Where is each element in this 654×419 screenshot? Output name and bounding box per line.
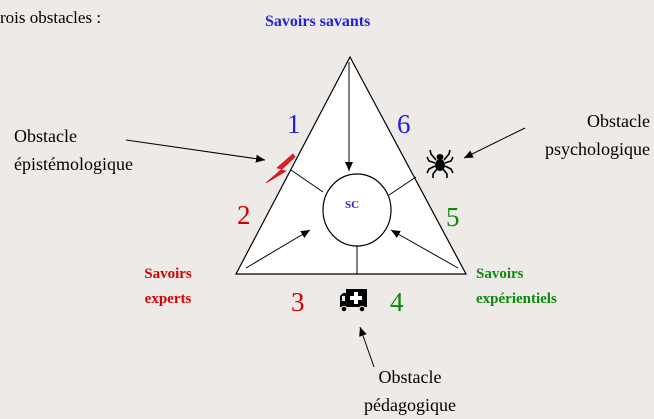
obstacle-pedagogical-label: Obstacle pédagogique	[330, 363, 490, 419]
vertex-label-experts-line2: experts	[144, 291, 192, 307]
divider-line-left	[290, 169, 324, 193]
number-4: 4	[390, 287, 404, 317]
obstacle-psychological-line1: Obstacle	[587, 111, 650, 131]
obstacle-pedagogical-line2: pédagogique	[364, 395, 456, 415]
spider-icon	[426, 149, 454, 178]
number-1: 1	[287, 109, 301, 139]
vertex-label-experientiels-line2: expérientiels	[476, 291, 557, 307]
arrow-epistemological	[125, 139, 266, 163]
center-label: SC	[345, 199, 360, 211]
obstacle-psychological-label: Obstacle psychologique	[505, 107, 650, 163]
arrow-pedagogical	[359, 326, 375, 368]
obstacle-epistemological-label: Obstacle épistémologique	[14, 122, 133, 178]
number-2: 2	[237, 200, 251, 230]
lightning-bolt-icon	[265, 153, 296, 184]
obstacle-epistemological-line2: épistémologique	[14, 154, 133, 174]
vertex-label-experts: Savoirs experts	[128, 262, 208, 312]
header-text: rois obstacles :	[0, 8, 102, 27]
ambulance-icon	[340, 289, 367, 313]
number-6: 6	[397, 109, 411, 139]
arrow-from-experts	[245, 229, 311, 269]
vertex-label-savants: Savoirs savants	[265, 13, 371, 30]
arrow-psychological	[463, 127, 526, 159]
number-5: 5	[446, 202, 460, 232]
vertex-label-experientiels-line1: Savoirs	[476, 266, 524, 282]
arrow-from-experientiels	[390, 229, 459, 269]
vertex-label-experientiels: Savoirs expérientiels	[476, 262, 557, 312]
obstacle-pedagogical-line1: Obstacle	[378, 367, 442, 387]
divider-line-right	[388, 176, 417, 196]
obstacle-epistemological-line1: Obstacle	[14, 126, 77, 146]
vertex-label-experts-line1: Savoirs	[144, 266, 192, 282]
number-3: 3	[291, 287, 305, 317]
obstacle-psychological-line2: psychologique	[545, 139, 650, 159]
